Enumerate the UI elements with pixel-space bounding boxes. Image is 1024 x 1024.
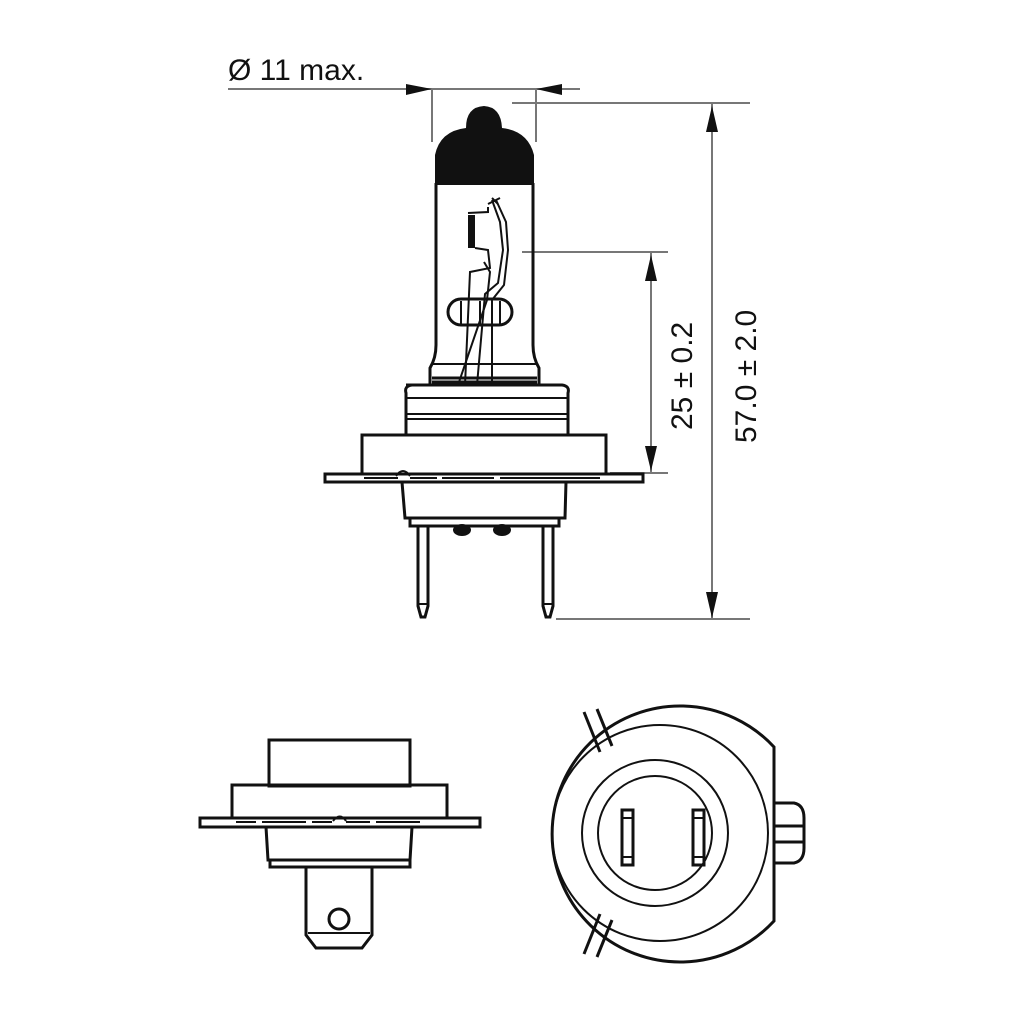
arrow-up-icon [706,106,718,132]
overall-length-dimension: 57.0 ± 2.0 [512,102,763,620]
base-side-view [198,738,482,950]
arrow-down-icon [706,592,718,618]
arrow-up-icon [645,255,657,281]
diameter-dimension: Ø 11 max. [228,54,580,142]
filament [446,197,514,386]
arrow-right-icon [406,84,432,95]
arrow-down-icon [645,446,657,471]
light-center-label: 25 ± 0.2 [666,322,699,430]
bulb-side-view [323,106,645,619]
arrow-left-icon [536,84,562,95]
pins [416,526,555,619]
diameter-label: Ø 11 max. [228,54,364,87]
overall-length-label: 57.0 ± 2.0 [730,310,763,443]
base-bottom-view [550,704,806,964]
light-center-dimension: 25 ± 0.2 [522,251,699,474]
